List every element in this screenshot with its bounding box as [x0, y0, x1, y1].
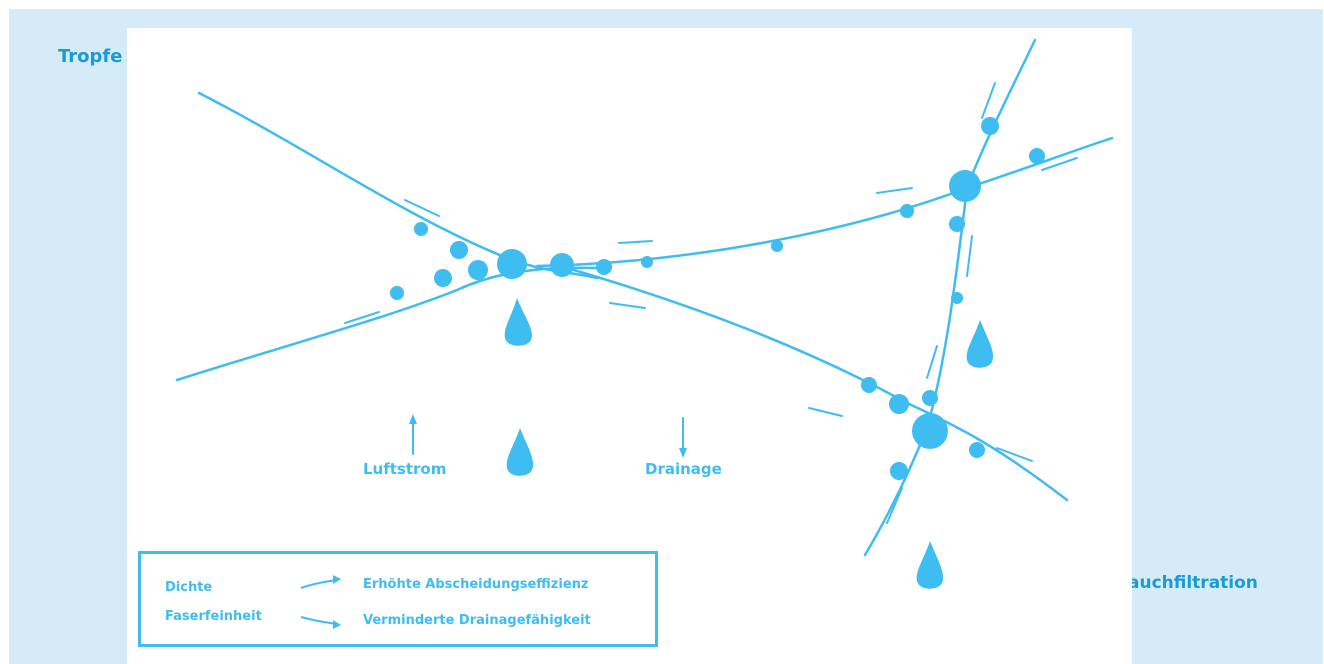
fibre-node — [468, 260, 488, 280]
fibre-node — [949, 170, 981, 202]
flow-arrow — [345, 312, 379, 323]
fibre-node — [1029, 148, 1045, 164]
legend-item-drainage: Verminderte Drainagefähigkeit — [363, 613, 591, 628]
airflow-label: Luftstrom — [363, 460, 446, 478]
droplet — [967, 320, 993, 368]
fibre-node — [890, 462, 908, 480]
fibre-node — [900, 204, 914, 218]
fibre-strand — [567, 268, 1067, 500]
fibre-node — [981, 117, 999, 135]
fibre-node — [641, 256, 653, 268]
section-heading: Tropfe — [58, 46, 122, 67]
legend-fibre-label-line2: Faserfeinheit — [165, 609, 262, 624]
flow-arrow — [887, 488, 902, 523]
drainage-arrowhead — [679, 448, 687, 458]
fibre-node — [450, 241, 468, 259]
fibre-node — [550, 253, 574, 277]
flow-arrow — [967, 236, 972, 276]
flow-arrow — [610, 303, 645, 308]
flow-arrow — [982, 83, 995, 118]
flow-arrow — [619, 241, 652, 243]
droplet — [507, 428, 533, 476]
fibre-strand — [865, 40, 1035, 555]
flow-arrow — [877, 188, 912, 193]
fibre-node — [969, 442, 985, 458]
legend-item-efficiency: Erhöhte Abscheidungseffizienz — [363, 577, 588, 592]
droplet — [917, 541, 943, 589]
fibre-node — [922, 390, 938, 406]
diagram-panel: Luftstrom Drainage Dichte Faserfeinheit … — [127, 28, 1132, 664]
fibre-node — [912, 413, 948, 449]
fibre-node — [497, 249, 527, 279]
drainage-label: Drainage — [645, 460, 722, 478]
fibre-node — [390, 286, 404, 300]
fibre-node — [951, 292, 963, 304]
airflow-arrowhead — [409, 414, 417, 424]
droplet — [505, 298, 532, 346]
legend-fibre-label-line1: Dichte — [165, 580, 212, 595]
fibre-node — [414, 222, 428, 236]
fibre-strand — [199, 93, 597, 278]
flow-arrow — [927, 346, 937, 378]
fibre-node — [949, 216, 965, 232]
fibre-node — [889, 394, 909, 414]
fibre-node — [434, 269, 452, 287]
legend — [138, 551, 658, 647]
section-heading-right: auchfiltration — [1128, 573, 1258, 593]
flow-arrow — [809, 408, 842, 416]
fibre-strand — [537, 138, 1112, 266]
fibre-strand — [177, 268, 597, 380]
flow-arrow — [405, 200, 439, 216]
fibre-node — [861, 377, 877, 393]
fibre-node — [596, 259, 612, 275]
fibre-node — [771, 240, 783, 252]
